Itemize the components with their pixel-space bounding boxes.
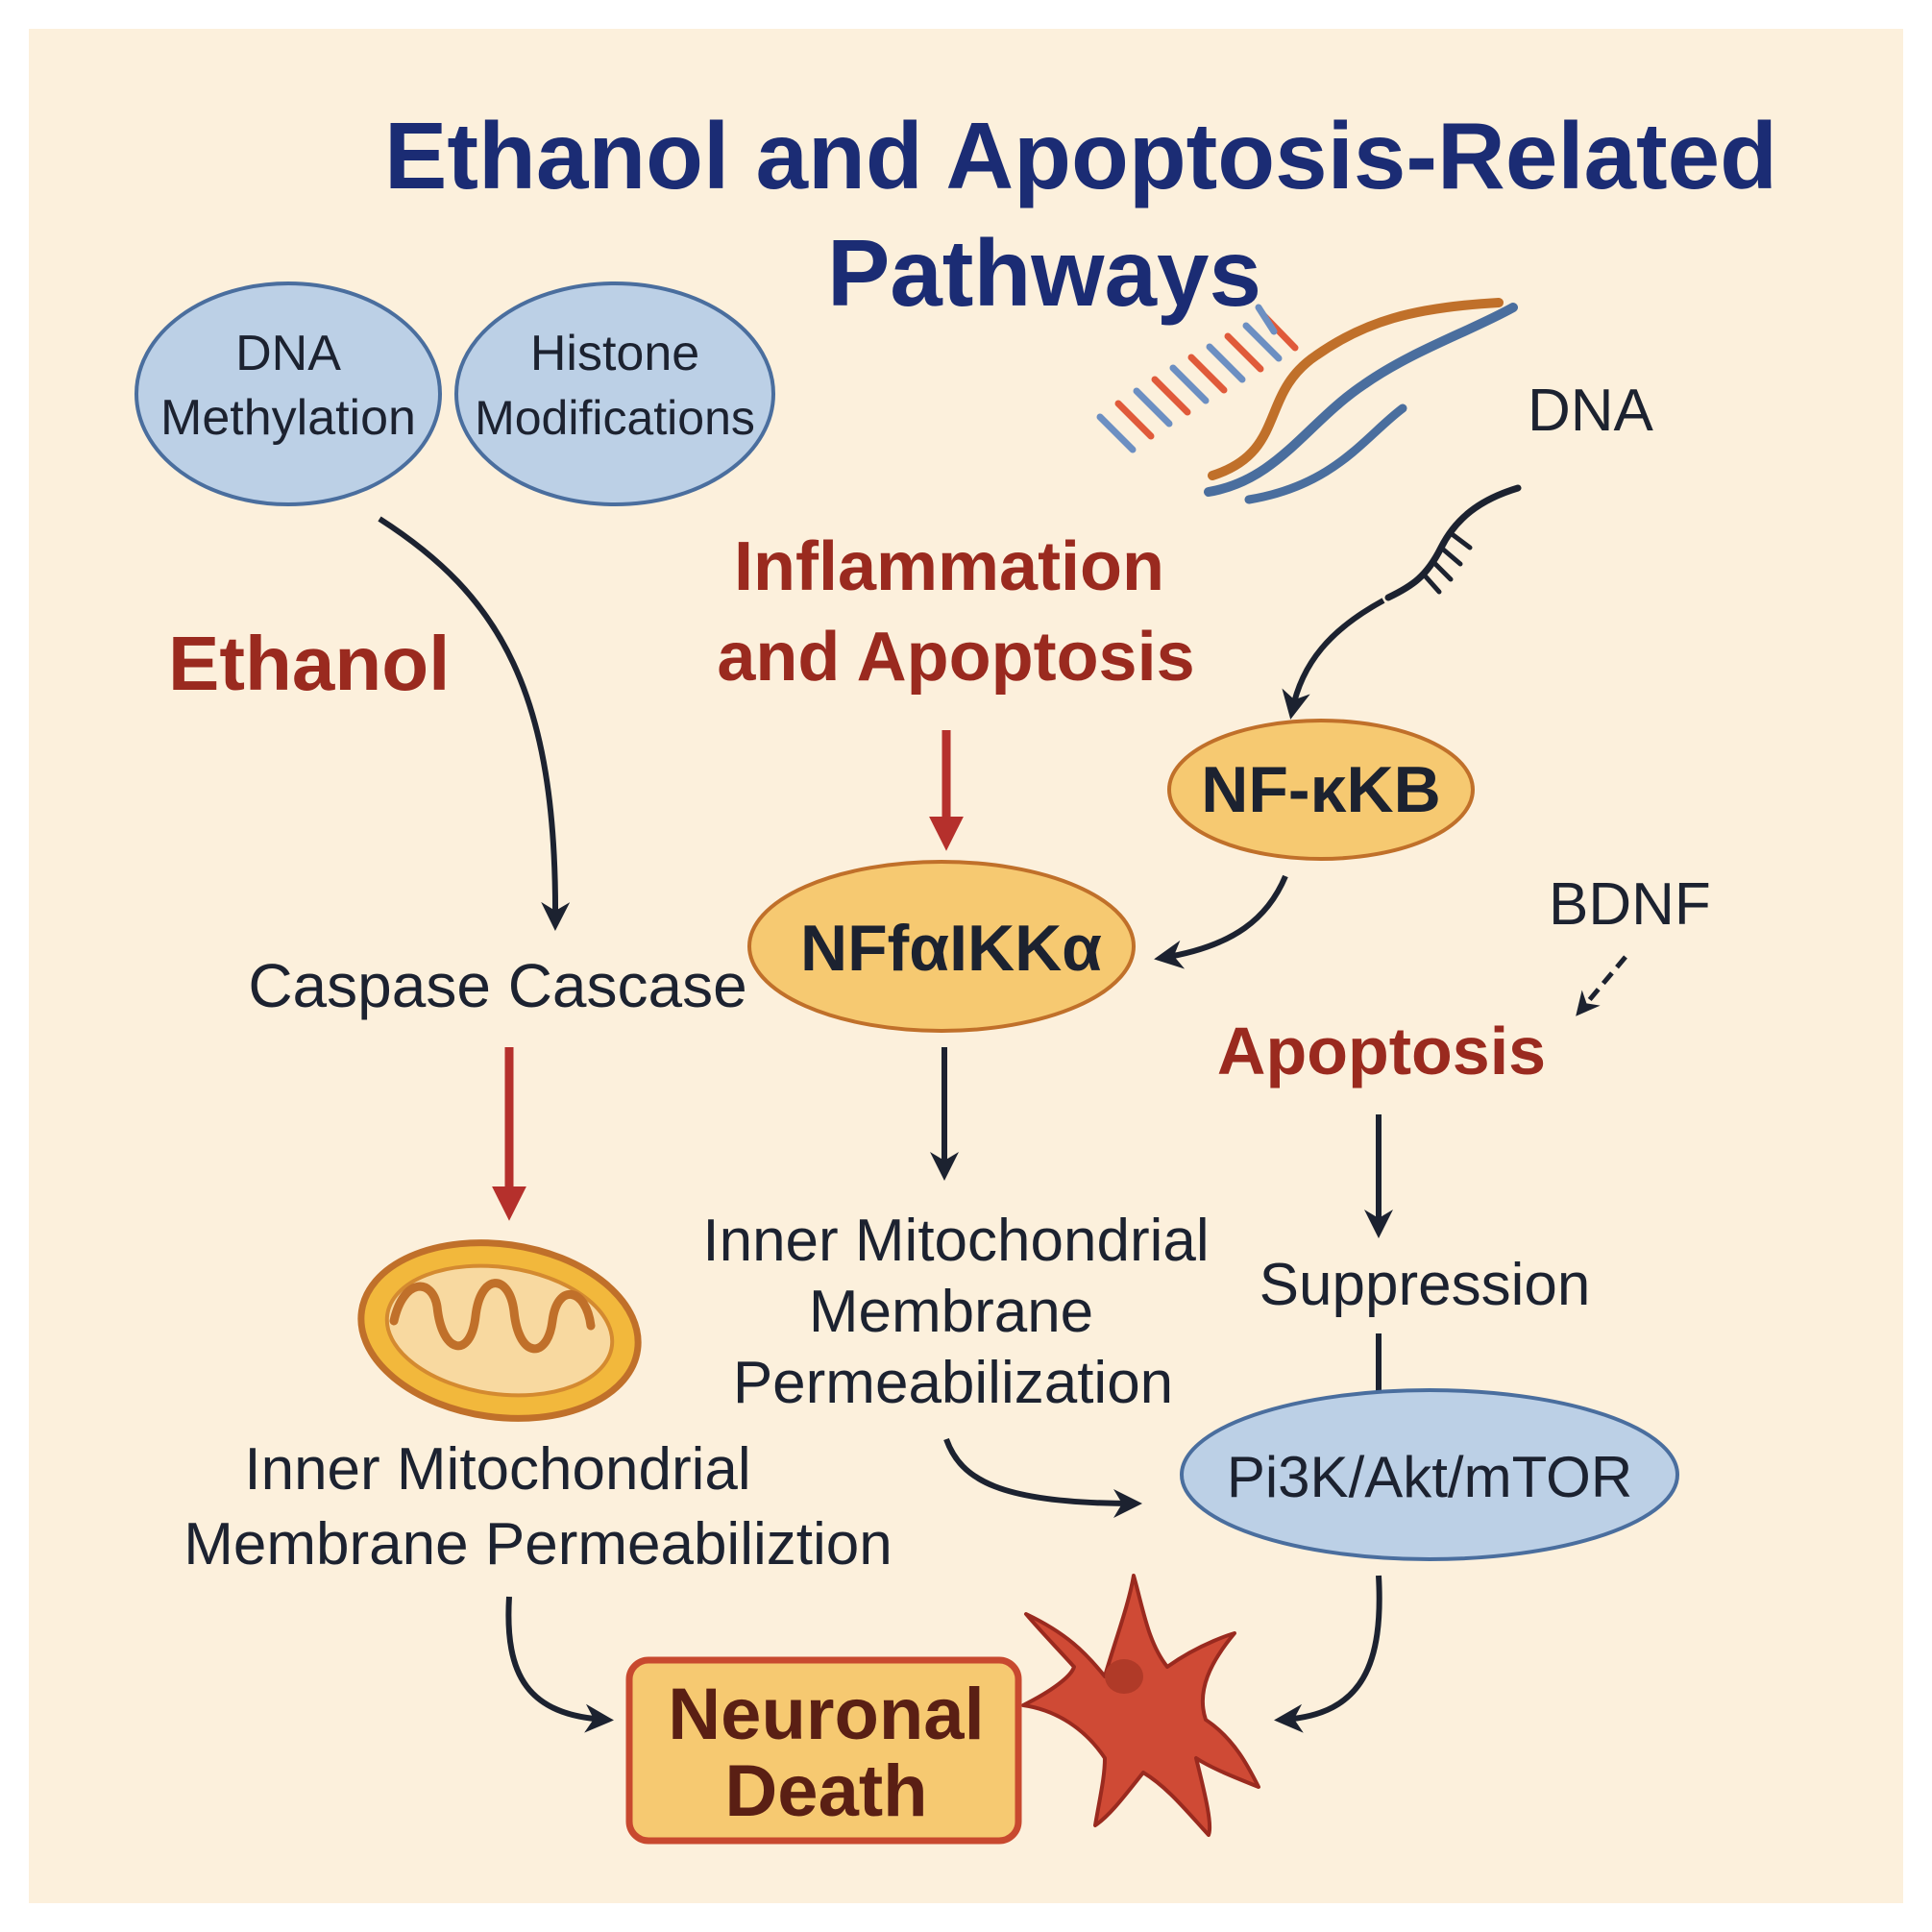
arrow-nfkb-to-nfikk <box>1154 874 1288 969</box>
dna-methylation-node: DNA Methylation <box>135 281 442 506</box>
histone-modifications-node: Histone Modifications <box>454 281 775 506</box>
inner-mito-left-line-1: Inner Mitochondrial <box>244 1436 750 1503</box>
arrow-dna-to-nfkb <box>1282 598 1385 720</box>
ethanol-label: Ethanol <box>168 621 450 706</box>
title-line-1: Ethanol and Apoptosis-Related <box>384 103 1777 208</box>
apoptosis-label: Apoptosis <box>1217 1014 1546 1088</box>
arrow-inner-mito-to-pi3k <box>943 1437 1142 1518</box>
dna-methylation-line-1: DNA <box>235 326 341 381</box>
title-line-2: Pathways <box>827 220 1261 326</box>
suppression-label: Suppression <box>1259 1252 1591 1318</box>
rna-strand-icon <box>1384 484 1522 601</box>
pi3k-label: Pi3K/Akt/mTOR <box>1227 1445 1632 1509</box>
bdnf-label: BDNF <box>1549 871 1711 938</box>
nfkb-node: NF-κKB <box>1167 719 1475 861</box>
inflammation-line-2: and Apoptosis <box>717 619 1194 696</box>
arrow-pi3k-to-death <box>1274 1575 1382 1733</box>
arrow-methylation-to-caspase <box>378 516 571 931</box>
nf-ikk-node: NFfαIKKα <box>747 860 1136 1033</box>
nf-ikk-label: NFfαIKKα <box>800 912 1102 985</box>
neuronal-death-line-1: Neuronal <box>668 1674 984 1755</box>
inner-mito-center-line-2: Membrane <box>809 1279 1093 1345</box>
pi3k-akt-mtor-node: Pi3K/Akt/mTOR <box>1180 1388 1679 1561</box>
caspase-cascade-label: Caspase Cascase <box>248 951 746 1020</box>
histone-line-1: Histone <box>530 326 699 381</box>
arrow-bdnf-to-apoptosis <box>1576 955 1627 1016</box>
dna-label: DNA <box>1528 378 1654 444</box>
arrow-inner-mito-to-death <box>505 1596 614 1733</box>
inner-mito-left-line-2: Membrane Permeabiliztion <box>183 1511 892 1577</box>
histone-line-2: Modifications <box>475 391 755 445</box>
inner-mito-center-line-1: Inner Mitochondrial <box>702 1208 1209 1274</box>
neuronal-death-node: Neuronal Death <box>625 1656 1022 1845</box>
dna-methylation-line-2: Methylation <box>160 390 416 446</box>
neuron-icon <box>1021 1574 1260 1837</box>
dna-helix-icon <box>1096 298 1518 504</box>
nfkb-label: NF-κKB <box>1201 753 1440 826</box>
neuronal-death-line-2: Death <box>724 1750 927 1832</box>
mitochondrion-icon <box>357 1239 642 1422</box>
inner-mito-center-line-3: Permeabilization <box>733 1350 1173 1416</box>
inflammation-line-1: Inflammation <box>734 528 1164 605</box>
